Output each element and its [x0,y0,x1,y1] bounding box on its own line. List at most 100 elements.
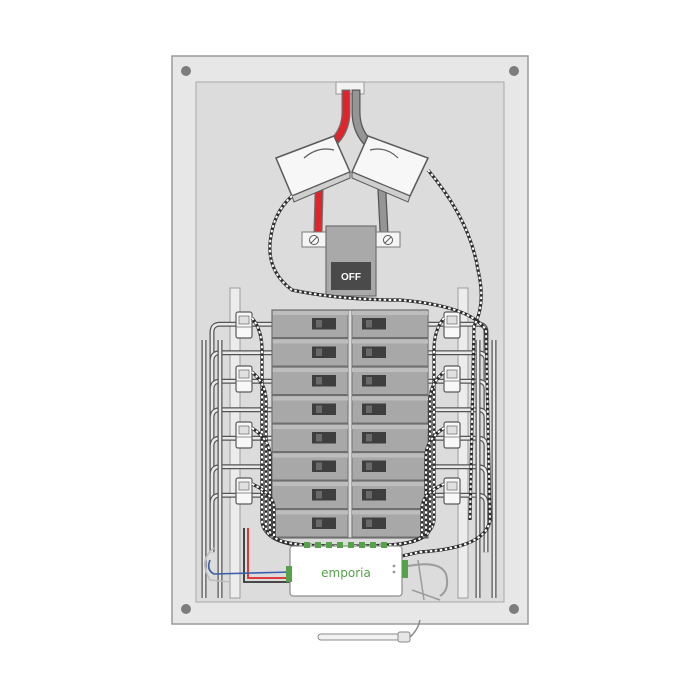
breaker-handle [312,346,336,358]
monitor-connector-left [286,566,292,582]
monitor-connector-right [402,560,408,578]
breaker-highlight [272,339,348,344]
clamp-window [238,481,250,491]
breaker-handle-shine [366,519,372,527]
clamp-window [238,425,250,435]
clamp-window [238,369,250,379]
breaker-handle [362,517,386,529]
breaker-handle-shine [316,348,322,356]
breaker-handle-shine [366,462,372,470]
breaker-handle-shine [366,491,372,499]
branch-breaker [351,309,429,338]
branch-breaker [351,452,429,481]
breaker-highlight [272,396,348,401]
breaker-highlight [352,311,428,315]
branch-wire-left-core [210,323,272,382]
branch-ct-clamp [443,365,461,393]
breaker-highlight [352,368,428,372]
screw-icon [509,604,519,614]
breaker-handle-shine [366,377,372,385]
monitor-ct-port [315,542,321,548]
branch-ct-lead-left-3-stripe [251,427,327,547]
monitor-ct-port [370,542,376,548]
monitor-ct-port [326,542,332,548]
breaker-handle [362,489,386,501]
breaker-highlight [352,482,428,486]
branch-breaker [351,338,429,367]
breaker-highlight [352,396,428,401]
branch-ct-clamp [235,365,253,393]
branch-ct-lead-left-2-stripe [251,371,313,547]
monitor-ct-port [304,542,310,548]
monitor-ct-port [359,542,365,548]
breaker-handle [362,346,386,358]
main-breaker-handle [331,262,371,290]
branch-ct-clamps [235,311,461,505]
branch-breaker [351,366,429,395]
breaker-handle [312,517,336,529]
breaker-highlight [272,482,348,486]
branch-ct-clamp [443,311,461,339]
branch-breaker [271,338,349,367]
breaker-handle-shine [316,405,322,413]
monitor-ct-port [381,542,387,548]
branch-breaker [271,366,349,395]
branch-wires [201,321,497,598]
breaker-handle [312,403,336,415]
screw-icon [181,66,191,76]
breaker-handle-shine [316,434,322,442]
breaker-handle [312,375,336,387]
breaker-highlight [272,425,348,429]
branch-breaker [351,395,429,424]
breaker-highlight [272,368,348,372]
main-terminal-left [301,231,327,248]
breaker-handle-shine [316,377,322,385]
clamp-window [238,315,250,325]
main-terminal-right [375,231,401,248]
monitor-ct-port [348,542,354,548]
branch-ct-lead-left-4-stripe [251,483,339,547]
breaker-handle [312,432,336,444]
branch-breaker [271,395,349,424]
breaker-highlight [352,453,428,458]
monitor-power-wires [204,528,293,583]
breaker-handle-shine [316,519,322,527]
breaker-handle [312,318,336,330]
branch-ct-clamp [443,477,461,505]
breaker-highlight [272,453,348,458]
breaker-handle-shine [366,405,372,413]
branch-ct-clamp [235,311,253,339]
main-breaker-off-label: OFF [341,272,361,283]
wifi-antenna-icon [317,619,421,643]
breaker-handle-shine [366,434,372,442]
breaker-highlight [352,510,428,515]
clamp-window [446,425,458,435]
breaker-handle-shine [366,320,372,328]
branch-ct-clamp [443,421,461,449]
clamp-window [446,369,458,379]
breaker-bank-left [271,309,429,539]
breaker-highlight [272,311,348,315]
breaker-handle [312,489,336,501]
screw-icon [509,66,519,76]
breaker-handle-shine [366,348,372,356]
breaker-handle [362,460,386,472]
monitor-ct-ports [304,542,387,548]
breaker-handle-shine [316,320,322,328]
main-ct-clamp-right [351,135,430,203]
branch-breaker [351,480,429,509]
main-ct-clamp-left [275,135,351,203]
breaker-highlight [272,510,348,515]
breaker-handle [312,460,336,472]
branch-ct-clamp [235,477,253,505]
antenna-cable [407,559,449,601]
monitor-led-icon [392,564,396,568]
monitor-brand-logo: emporia [321,566,371,580]
branch-breaker [271,423,349,452]
breaker-highlight [352,425,428,429]
energy-monitor-unit: emporia [286,545,408,597]
ct-sensor-leads [250,168,492,558]
branch-breaker [351,509,429,538]
